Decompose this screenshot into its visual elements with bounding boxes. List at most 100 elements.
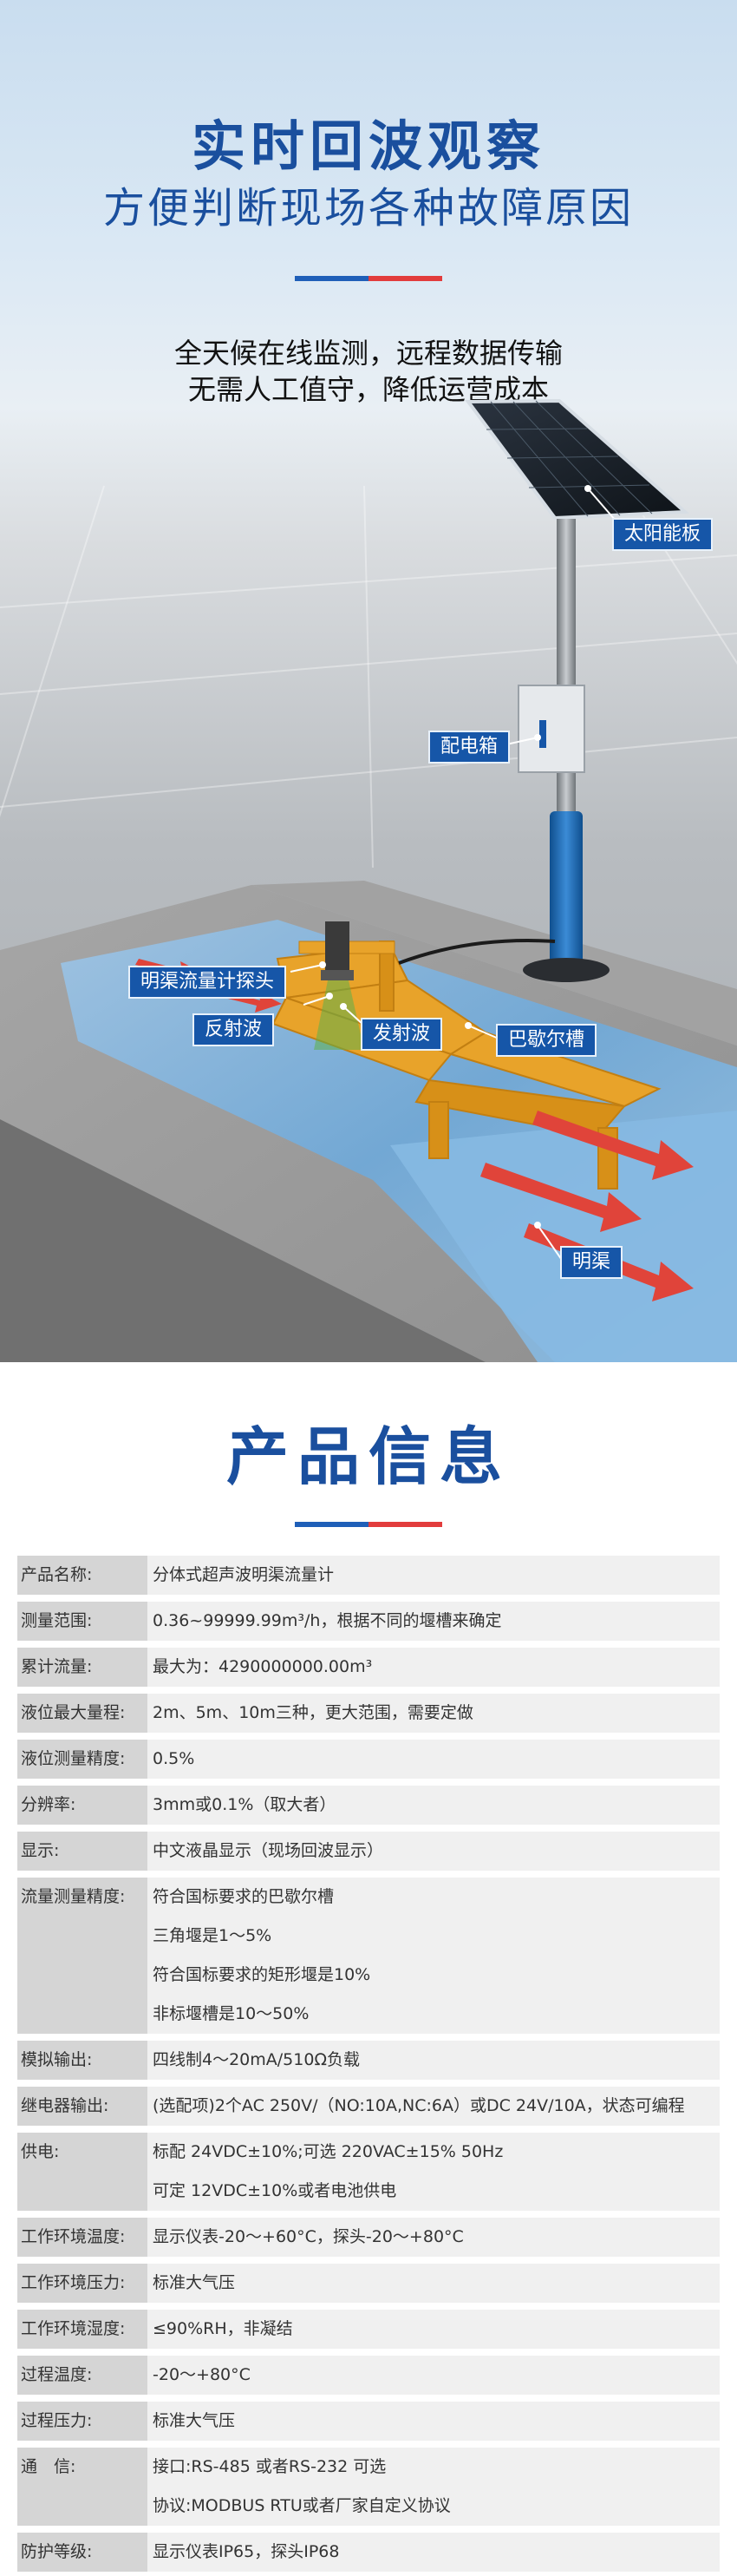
concrete-front-face bbox=[0, 1119, 486, 1362]
distribution-box bbox=[518, 685, 585, 773]
spec-row: 液位最大量程: 2m、5m、10m三种，更大范围，需要定做 bbox=[17, 1694, 720, 1733]
label-probe: 明渠流量计探头 bbox=[128, 966, 287, 1000]
spec-key: 工作环境温度: bbox=[17, 2218, 147, 2257]
label-solar-panel: 太阳能板 bbox=[612, 518, 714, 552]
spec-key: 测量范围: bbox=[17, 1602, 147, 1641]
spec-row: 液位测量精度: 0.5% bbox=[17, 1740, 720, 1779]
spec-value: -20～+80°C bbox=[147, 2356, 720, 2395]
spec-value: 接口:RS-485 或者RS-232 可选协议:MODBUS RTU或者厂家自定… bbox=[147, 2448, 720, 2526]
spec-key: 通 信: bbox=[17, 2448, 147, 2526]
spec-row: 工作环境湿度: ≤90%RH，非凝结 bbox=[17, 2310, 720, 2349]
spec-value-line: 最大为：4290000000.00m³ bbox=[153, 1657, 373, 1676]
hero-divider bbox=[295, 276, 442, 281]
channel-water-lower bbox=[390, 1111, 737, 1362]
spec-row: 继电器输出: (选配项)2个AC 250V/（NO:10A,NC:6A）或DC 2… bbox=[17, 2087, 720, 2126]
hero-section: 实时回波观察 方便判断现场各种故障原因 全天候在线监测，远程数据传输 无需人工值… bbox=[0, 0, 737, 1362]
spec-value-line: 标配 24VDC±10%;可选 220VAC±15% 50Hz bbox=[153, 2142, 504, 2161]
spec-value: 中文液晶显示（现场回波显示） bbox=[147, 1832, 720, 1871]
spec-row: 供电: 标配 24VDC±10%;可选 220VAC±15% 50Hz 可定 12V… bbox=[17, 2133, 720, 2211]
spec-row: 模拟输出: 四线制4～20mA/510Ω负载 bbox=[17, 2041, 720, 2080]
spec-value-line: 0.5% bbox=[153, 1749, 195, 1768]
spec-key: 工作环境湿度: bbox=[17, 2310, 147, 2349]
spec-value: 分体式超声波明渠流量计 bbox=[147, 1556, 720, 1595]
spec-key: 过程压力: bbox=[17, 2402, 147, 2441]
spec-key: 供电: bbox=[17, 2133, 147, 2211]
spec-value-line: 符合国标要求的巴歇尔槽 bbox=[153, 1887, 335, 1906]
spec-row: 通 信:接口:RS-485 或者RS-232 可选协议:MODBUS RTU或者… bbox=[17, 2448, 720, 2526]
pole-base-plate bbox=[523, 958, 610, 982]
spec-value: 0.5% bbox=[147, 1740, 720, 1779]
spec-key: 累计流量: bbox=[17, 1648, 147, 1687]
label-emitted-wave: 发射波 bbox=[361, 1018, 443, 1052]
floor-lines bbox=[0, 485, 737, 868]
spec-value: 符合国标要求的巴歇尔槽三角堰是1～5% 符合国标要求的矩形堰是10% 非标堰槽是10… bbox=[147, 1878, 720, 2034]
spec-value-line: 符合国标要求的矩形堰是10% bbox=[153, 1965, 371, 1984]
spec-row: 分辨率: 3mm或0.1%（取大者） bbox=[17, 1786, 720, 1825]
hero-title: 实时回波观察 bbox=[191, 115, 545, 178]
concrete-wall-back bbox=[251, 881, 737, 1045]
label-open-channel: 明渠 bbox=[560, 1246, 623, 1280]
spec-key: 产品名称: bbox=[17, 1556, 147, 1595]
spec-row: 过程温度: -20～+80°C bbox=[17, 2356, 720, 2395]
spec-value: (选配项)2个AC 250V/（NO:10A,NC:6A）或DC 24V/10A… bbox=[147, 2087, 720, 2126]
spec-value-line: 四线制4～20mA/510Ω负载 bbox=[153, 2050, 360, 2069]
spec-value: 显示仪表IP65，探头IP68 bbox=[147, 2533, 720, 2572]
spec-key: 防护等级: bbox=[17, 2533, 147, 2572]
spec-row: 工作环境温度: 显示仪表-20～+60°C，探头-20～+80°C bbox=[17, 2218, 720, 2257]
spec-key: 过程温度: bbox=[17, 2356, 147, 2395]
spec-value: 标准大气压 bbox=[147, 2264, 720, 2303]
label-distribution-box: 配电箱 bbox=[428, 731, 511, 764]
spec-value: 显示仪表-20～+60°C，探头-20～+80°C bbox=[147, 2218, 720, 2257]
label-parshall-flume: 巴歇尔槽 bbox=[496, 1024, 597, 1058]
spec-value-line: 三角堰是1～5% bbox=[153, 1926, 272, 1945]
spec-value-line: 中文液晶显示（现场回波显示） bbox=[153, 1841, 384, 1860]
spec-key: 液位最大量程: bbox=[17, 1694, 147, 1733]
spec-key: 模拟输出: bbox=[17, 2041, 147, 2080]
info-divider bbox=[295, 1522, 442, 1527]
spec-value-line: 可定 12VDC±10%或者电池供电 bbox=[153, 2181, 397, 2200]
spec-row: 工作环境压力: 标准大气压 bbox=[17, 2264, 720, 2303]
spec-key: 流量测量精度: bbox=[17, 1878, 147, 2034]
spec-value: 标准大气压 bbox=[147, 2402, 720, 2441]
hero-feature-line-1: 全天候在线监测，远程数据传输 bbox=[173, 337, 563, 370]
spec-value: 最大为：4290000000.00m³ bbox=[147, 1648, 720, 1687]
spec-table: 产品名称:分体式超声波明渠流量计测量范围: 0.36~99999.99m³/h，根… bbox=[17, 1556, 720, 2576]
spec-value-line: 3mm或0.1%（取大者） bbox=[153, 1795, 336, 1814]
spec-key: 分辨率: bbox=[17, 1786, 147, 1825]
probe-body bbox=[325, 921, 349, 973]
spec-value-line: (选配项)2个AC 250V/（NO:10A,NC:6A）或DC 24V/10A… bbox=[153, 2096, 685, 2115]
spec-value: 3mm或0.1%（取大者） bbox=[147, 1786, 720, 1825]
installation-illustration bbox=[0, 398, 737, 1362]
spec-row: 显示: 中文液晶显示（现场回波显示） bbox=[17, 1832, 720, 1871]
spec-key: 液位测量精度: bbox=[17, 1740, 147, 1779]
hero-subtitle: 方便判断现场各种故障原因 bbox=[102, 184, 634, 233]
spec-row: 测量范围: 0.36~99999.99m³/h，根据不同的堰槽来确定 bbox=[17, 1602, 720, 1641]
spec-value-line: ≤90%RH，非凝结 bbox=[153, 2319, 293, 2338]
spec-value: 2m、5m、10m三种，更大范围，需要定做 bbox=[147, 1694, 720, 1733]
label-reflected-wave: 反射波 bbox=[192, 1013, 275, 1047]
spec-value-line: 接口:RS-485 或者RS-232 可选 bbox=[153, 2457, 387, 2476]
spec-value-line: 非标堰槽是10～50% bbox=[153, 2004, 310, 2023]
spec-row: 防护等级: 显示仪表IP65，探头IP68 bbox=[17, 2533, 720, 2572]
info-title: 产品信息 bbox=[225, 1420, 511, 1493]
spec-key: 继电器输出: bbox=[17, 2087, 147, 2126]
spec-key: 工作环境压力: bbox=[17, 2264, 147, 2303]
spec-value-line: 显示仪表IP65，探头IP68 bbox=[153, 2542, 340, 2561]
spec-value-line: -20～+80°C bbox=[153, 2365, 251, 2384]
spec-row: 累计流量: 最大为：4290000000.00m³ bbox=[17, 1648, 720, 1687]
spec-row: 产品名称:分体式超声波明渠流量计 bbox=[17, 1556, 720, 1595]
spec-value-line: 显示仪表-20～+60°C，探头-20～+80°C bbox=[153, 2227, 464, 2246]
spec-row: 流量测量精度: 符合国标要求的巴歇尔槽三角堰是1～5% 符合国标要求的矩形堰是10%… bbox=[17, 1878, 720, 2034]
spec-value-line: 0.36~99999.99m³/h，根据不同的堰槽来确定 bbox=[153, 1611, 502, 1630]
spec-key: 显示: bbox=[17, 1832, 147, 1871]
spec-value: 四线制4～20mA/510Ω负载 bbox=[147, 2041, 720, 2080]
spec-value: 标配 24VDC±10%;可选 220VAC±15% 50Hz 可定 12VDC±… bbox=[147, 2133, 720, 2211]
spec-value: 0.36~99999.99m³/h，根据不同的堰槽来确定 bbox=[147, 1602, 720, 1641]
spec-value-line: 2m、5m、10m三种，更大范围，需要定做 bbox=[153, 1703, 473, 1722]
spec-value: ≤90%RH，非凝结 bbox=[147, 2310, 720, 2349]
cable bbox=[398, 939, 556, 965]
spec-row: 过程压力: 标准大气压 bbox=[17, 2402, 720, 2441]
spec-value-line: 标准大气压 bbox=[153, 2273, 236, 2292]
spec-value-line: 标准大气压 bbox=[153, 2411, 236, 2430]
